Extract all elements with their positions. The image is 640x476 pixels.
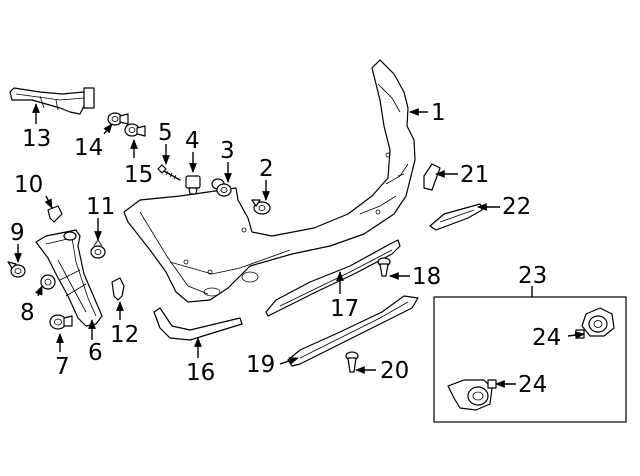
clip-7 — [49, 314, 73, 330]
callout-16: 16 — [186, 360, 215, 386]
pin-20 — [345, 351, 359, 373]
grommet-8 — [40, 274, 56, 290]
callout-12: 12 — [110, 322, 139, 348]
callout-2: 2 — [259, 156, 274, 182]
callout-10: 10 — [14, 172, 43, 198]
pin-18 — [377, 257, 391, 277]
callout-23: 23 — [518, 263, 547, 289]
clip-14 — [107, 112, 129, 126]
callout-5: 5 — [158, 120, 173, 146]
callout-13: 13 — [22, 126, 51, 152]
reflector-22 — [429, 203, 483, 231]
grommet-3 — [211, 178, 232, 197]
callout-7: 7 — [55, 354, 70, 380]
callout-labels: 1 2 3 4 5 6 7 8 9 10 11 12 13 14 15 16 1… — [10, 100, 561, 398]
screw-15 — [157, 164, 181, 181]
sensor-24a — [575, 307, 615, 339]
callout-18: 18 — [412, 264, 441, 290]
callout-24a: 24 — [532, 325, 561, 351]
strip-16 — [153, 307, 243, 341]
callout-14: 14 — [74, 135, 103, 161]
callout-3: 3 — [220, 138, 235, 164]
clip-15 — [124, 123, 146, 137]
callout-24b: 24 — [518, 372, 547, 398]
callout-22: 22 — [502, 194, 531, 220]
callout-17: 17 — [330, 296, 359, 322]
callout-20: 20 — [380, 358, 409, 384]
bumper-cover — [123, 59, 416, 303]
reflector-21 — [423, 163, 441, 191]
callout-8: 8 — [20, 300, 35, 326]
nut-4 — [185, 175, 201, 195]
callout-15: 15 — [124, 162, 153, 188]
screw-11 — [90, 239, 106, 259]
callout-11: 11 — [86, 194, 115, 220]
callout-21: 21 — [460, 162, 489, 188]
callout-4: 4 — [185, 128, 200, 154]
callout-9: 9 — [10, 220, 25, 246]
molding-17 — [265, 239, 401, 317]
clip-9 — [7, 261, 26, 278]
sensor-kit-box — [433, 296, 627, 423]
clip-2 — [251, 199, 271, 215]
callout-6: 6 — [88, 340, 103, 366]
bracket-13 — [9, 87, 95, 115]
pin-12 — [111, 277, 125, 301]
callout-1: 1 — [431, 100, 446, 126]
callout-19: 19 — [246, 352, 275, 378]
pin-10 — [47, 205, 63, 223]
leader-arrows — [14, 103, 585, 388]
bracket-6 — [35, 229, 103, 327]
sensor-24b — [447, 379, 497, 411]
